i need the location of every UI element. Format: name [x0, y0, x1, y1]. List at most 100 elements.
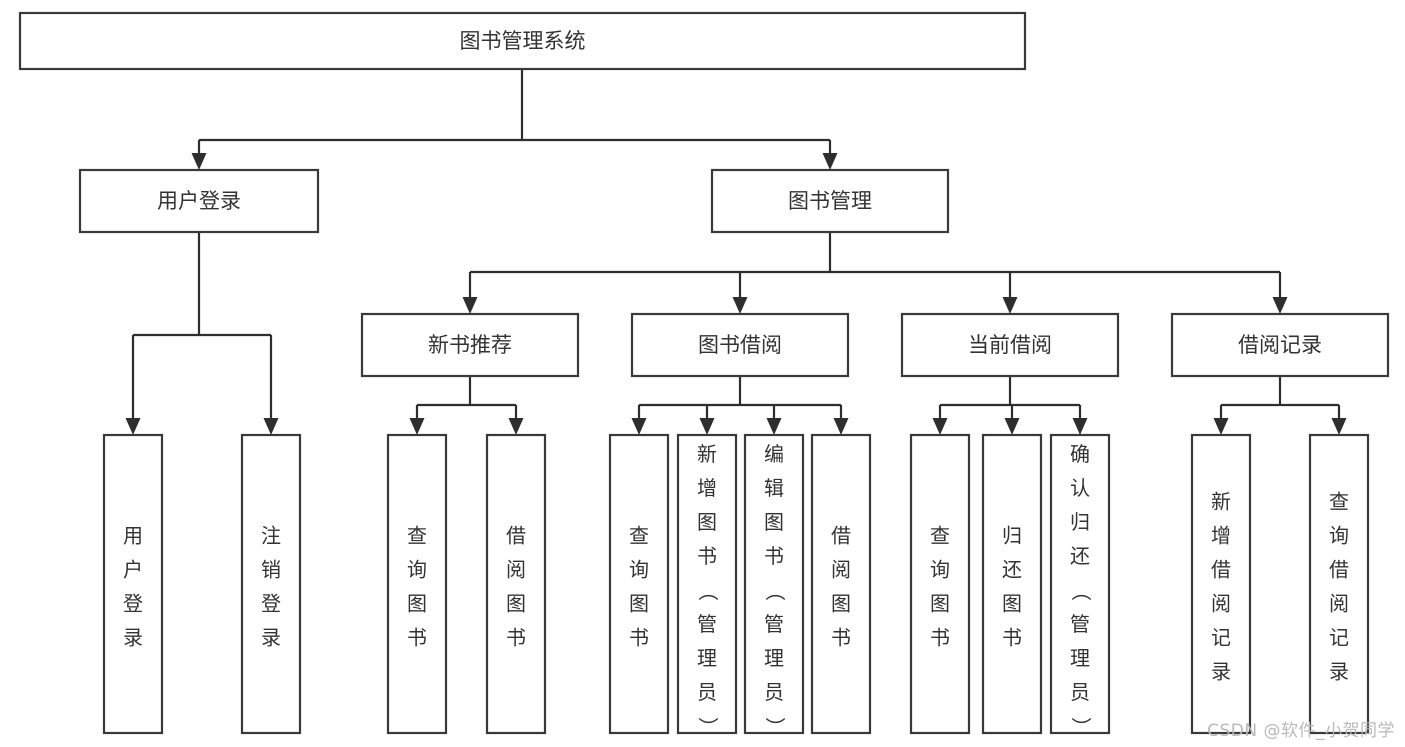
node-label-char: 增: [697, 476, 717, 500]
node-label-char: 图: [629, 592, 649, 616]
node-box[interactable]: [608, 433, 670, 735]
node-box[interactable]: [485, 433, 547, 735]
node-label-char: 图: [831, 592, 851, 616]
node-label-char: （: [1069, 581, 1093, 601]
node-label: 新书推荐: [428, 333, 512, 357]
connector-arrowhead: [1002, 297, 1018, 314]
node-label-char: 记: [1329, 626, 1349, 650]
node-root-book-management-system[interactable]: 图书管理系统: [18, 11, 1027, 71]
connector-arrowhead: [1331, 418, 1347, 435]
node-box[interactable]: [78, 168, 320, 234]
node-label-char: （: [696, 581, 720, 601]
node-box[interactable]: [630, 312, 850, 378]
connector-new_book_rec_to_leaves: [409, 376, 524, 435]
node-label-char: 询: [1329, 524, 1349, 548]
connector-arrowhead: [631, 418, 647, 435]
node-label-char: 询: [930, 558, 950, 582]
node-label-char: 查: [407, 524, 427, 548]
node-label-char: 书: [1002, 626, 1022, 650]
node-label-char: 书: [407, 626, 427, 650]
node-label-char: 阅: [506, 558, 526, 582]
node-box[interactable]: [810, 433, 872, 735]
node-label-char: 借: [831, 524, 851, 548]
connector-book_borrow_to_leaves: [631, 376, 849, 435]
node-label-char: 查: [1329, 490, 1349, 514]
node-label-char: 管: [697, 612, 717, 636]
node-label-char: ）: [1069, 717, 1093, 737]
node-label-char: 图: [1002, 592, 1022, 616]
node-box[interactable]: [18, 11, 1027, 71]
node-box[interactable]: [909, 433, 971, 735]
node-label: 当前借阅: [968, 333, 1052, 357]
connector-arrowhead: [1004, 418, 1020, 435]
node-leaf-user-login[interactable]: 用户登录: [102, 433, 164, 735]
node-label: 图书管理系统: [460, 29, 586, 53]
node-label-char: 图: [506, 592, 526, 616]
connector-layer: [125, 69, 1347, 435]
node-box[interactable]: [900, 312, 1120, 378]
node-label-char: 理: [1070, 646, 1090, 670]
node-label-char: 还: [1070, 544, 1090, 568]
node-label-char: 编: [764, 442, 784, 466]
node-label: 图书管理: [788, 189, 872, 213]
node-label-char: 新: [697, 442, 717, 466]
node-label-char: 管: [1070, 612, 1090, 636]
node-box[interactable]: [1049, 433, 1111, 735]
node-new-book-rec[interactable]: 新书推荐: [360, 312, 580, 378]
node-label-char: 书: [831, 626, 851, 650]
node-current-borrow[interactable]: 当前借阅: [900, 312, 1120, 378]
connector-arrowhead: [822, 153, 838, 170]
node-box[interactable]: [1308, 433, 1370, 735]
node-book-borrow[interactable]: 图书借阅: [630, 312, 850, 378]
node-box[interactable]: [360, 312, 580, 378]
node-box[interactable]: [676, 433, 738, 735]
node-box[interactable]: [710, 168, 950, 234]
connector-arrowhead: [508, 418, 524, 435]
node-box[interactable]: [102, 433, 164, 735]
node-box[interactable]: [981, 433, 1043, 735]
node-label-char: 归: [1002, 524, 1022, 548]
node-label: 借阅记录: [1238, 333, 1322, 357]
connector-book_manage_to_level2: [462, 232, 1288, 314]
connector-arrowhead: [732, 297, 748, 314]
node-label-char: 查: [930, 524, 950, 548]
node-label-char: 户: [123, 558, 143, 582]
node-label-char: 书: [629, 626, 649, 650]
node-label-char: 增: [1211, 524, 1231, 548]
node-label-char: 询: [407, 558, 427, 582]
node-borrow-record[interactable]: 借阅记录: [1170, 312, 1390, 378]
connector-arrowhead: [191, 153, 207, 170]
node-label-char: 用: [123, 524, 143, 548]
node-user-login[interactable]: 用户登录: [78, 168, 320, 234]
node-box[interactable]: [1190, 433, 1252, 735]
node-label-char: 录: [1329, 660, 1349, 684]
node-box[interactable]: [743, 433, 805, 735]
node-box[interactable]: [386, 433, 448, 735]
connector-arrowhead: [409, 418, 425, 435]
node-label-char: 记: [1211, 626, 1231, 650]
node-label-char: （: [763, 581, 787, 601]
node-label-char: 员: [697, 680, 717, 704]
node-box[interactable]: [1170, 312, 1390, 378]
connector-borrow_record_to_leaves: [1213, 376, 1347, 435]
connector-root_to_level1: [191, 69, 838, 170]
node-book-manage[interactable]: 图书管理: [710, 168, 950, 234]
node-label: 图书借阅: [698, 333, 782, 357]
node-box[interactable]: [240, 433, 302, 735]
node-label-char: ）: [696, 717, 720, 737]
node-label-char: 书: [764, 544, 784, 568]
connector-arrowhead: [1213, 418, 1229, 435]
